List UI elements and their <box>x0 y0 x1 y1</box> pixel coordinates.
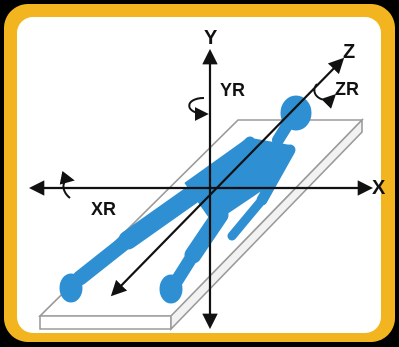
y-rotation-label: YR <box>220 80 245 100</box>
z-axis-label: Z <box>343 41 355 63</box>
z-axis-line <box>110 57 345 297</box>
z-rotation-label: ZR <box>335 79 359 99</box>
z-rotation-arrow-icon <box>313 83 336 109</box>
y-axis-label: Y <box>204 27 218 49</box>
y-rotation-arrow-icon <box>188 97 209 121</box>
x-rotation-arrow-icon <box>59 170 75 199</box>
x-axis-label: X <box>372 177 386 199</box>
x-rotation-label: XR <box>91 199 116 219</box>
